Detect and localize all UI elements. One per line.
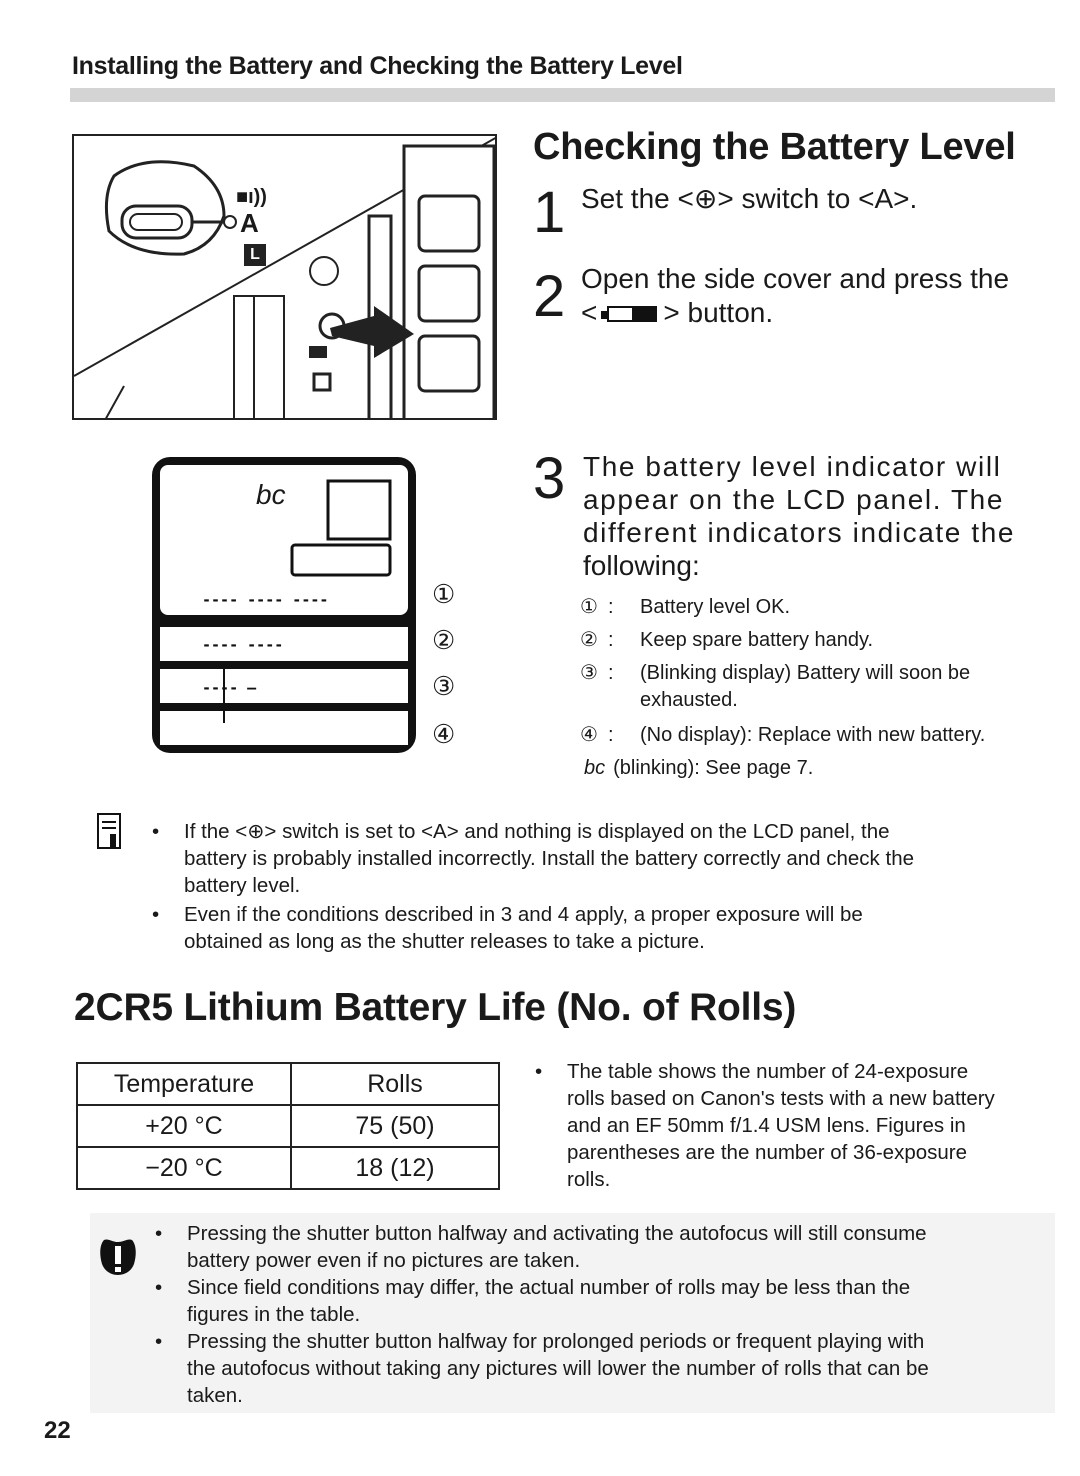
life-note-line-3: and an EF 50mm f/1.4 USM lens. Figures i…	[567, 1114, 966, 1137]
step-1-number: 1	[533, 180, 566, 245]
step-2-suffix: > button.	[663, 297, 774, 328]
mode-lock-label: L	[244, 244, 266, 266]
caution-2-line-1: Since field conditions may differ, the a…	[187, 1276, 911, 1299]
header-divider	[70, 88, 1055, 102]
caution-1-line-1: Pressing the shutter button halfway and …	[187, 1222, 927, 1245]
caution-bullet-1: •	[155, 1222, 163, 1245]
life-note-line-1: The table shows the number of 24-exposur…	[567, 1060, 969, 1083]
table-row: +20 °C 75 (50)	[76, 1104, 500, 1148]
table-header-rolls: Rolls	[290, 1062, 500, 1106]
step-3-line-1: The battery level indicator will	[583, 451, 1002, 482]
table-row: −20 °C 18 (12)	[76, 1146, 500, 1190]
table-cell-rolls: 18 (12)	[290, 1146, 500, 1190]
camera-body-drawing	[74, 137, 495, 418]
lcd-marker-3: ③	[432, 671, 456, 701]
note-1-line-1: If the <⊕> switch is set to <A> and noth…	[184, 820, 890, 843]
step-2-line-1: Open the side cover and press the	[581, 263, 1010, 294]
note-1-line-2: battery is probably installed incorrectl…	[184, 847, 914, 870]
caution-3-line-2: the autofocus without taking any picture…	[187, 1357, 929, 1380]
lcd-indicator-illustration: ---- ---- ---- ---- ---- ---- — bc ① ② ③…	[150, 455, 470, 775]
caution-3-line-1: Pressing the shutter button halfway for …	[187, 1330, 925, 1353]
life-note-line-2: rolls based on Canon's tests with a new …	[567, 1087, 995, 1110]
legend-item-1: ①:Battery level OK.	[580, 596, 791, 618]
battery-life-title: 2CR5 Lithium Battery Life (No. of Rolls)	[74, 986, 797, 1029]
lcd-marker-2: ②	[432, 625, 456, 655]
mode-a-label: A	[240, 208, 259, 238]
caution-1-line-2: battery power even if no pictures are ta…	[187, 1249, 581, 1272]
table-cell-temperature: −20 °C	[76, 1146, 292, 1190]
note-2-line-2: obtained as long as the shutter releases…	[184, 930, 705, 953]
legend-item-3: ③:(Blinking display) Battery will soon b…	[580, 662, 971, 684]
legend-item-4: ④:(No display): Replace with new battery…	[580, 724, 986, 746]
caution-box	[90, 1213, 1055, 1413]
section-header: Installing the Battery and Checking the …	[72, 52, 683, 80]
step-2-prefix: <	[581, 297, 598, 328]
battery-check-icon	[601, 305, 659, 324]
table-cell-rolls: 75 (50)	[290, 1104, 500, 1148]
page-number: 22	[44, 1417, 71, 1444]
table-header-temperature: Temperature	[76, 1062, 292, 1106]
bc-note: bc(blinking): See page 7.	[584, 757, 814, 779]
caution-bullet-3: •	[155, 1330, 163, 1353]
step-1-text: Set the <⊕> switch to <A>.	[581, 183, 918, 214]
caution-3-line-3: taken.	[187, 1384, 243, 1407]
note-bullet-2: •	[152, 903, 160, 926]
table-header-row: Temperature Rolls	[76, 1062, 500, 1106]
life-note-line-4: parentheses are the number of 36-exposur…	[567, 1141, 968, 1164]
legend-item-3-continued: exhausted.	[640, 689, 738, 711]
beep-icon: ■ı))	[236, 186, 267, 208]
table-cell-temperature: +20 °C	[76, 1104, 292, 1148]
svg-text:---- ---- ----: ---- ---- ----	[202, 591, 328, 609]
note-memo-icon	[96, 812, 122, 852]
checking-battery-title: Checking the Battery Level	[533, 126, 1016, 168]
note-2-line-1: Even if the conditions described in 3 an…	[184, 903, 863, 926]
camera-switch-illustration: ■ı)) A L	[72, 134, 497, 420]
caution-2-line-2: figures in the table.	[187, 1303, 361, 1326]
step-3-number: 3	[533, 446, 566, 511]
caution-icon	[96, 1234, 140, 1278]
step-3-line-3: different indicators indicate the	[583, 517, 1016, 548]
lcd-marker-1: ①	[432, 579, 456, 609]
step-2-line-2: < > button.	[581, 296, 773, 330]
battery-life-table: Temperature Rolls +20 °C 75 (50) −20 °C …	[76, 1062, 500, 1190]
step-3-line-4: following:	[583, 550, 700, 581]
note-bullet-1: •	[152, 820, 160, 843]
lcd-bc-label: bc	[256, 479, 286, 510]
lcd-marker-4: ④	[432, 719, 456, 749]
lcd-panel-drawing: ---- ---- ---- ---- ---- ---- —	[152, 457, 416, 753]
caution-bullet-2: •	[155, 1276, 163, 1299]
legend-item-2: ②:Keep spare battery handy.	[580, 629, 874, 651]
step-2-number: 2	[533, 264, 566, 329]
step-3-line-2: appear on the LCD panel. The	[583, 484, 1004, 515]
life-note-line-5: rolls.	[567, 1168, 611, 1191]
note-1-line-3: battery level.	[184, 874, 301, 897]
svg-text:---- —: ---- —	[202, 679, 257, 697]
svg-text:---- ----: ---- ----	[202, 636, 283, 654]
life-note-bullet: •	[535, 1060, 543, 1083]
